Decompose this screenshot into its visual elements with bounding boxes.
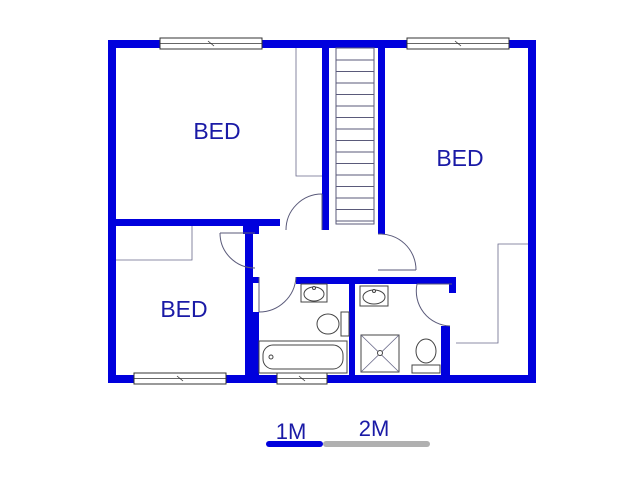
cupboard-bed3 [116, 226, 193, 261]
door-shower [415, 283, 452, 327]
cupboard-bed1 [295, 48, 322, 177]
wall-top [108, 40, 536, 48]
wall-bath-left-upper [253, 277, 259, 283]
window-top-left [159, 37, 263, 50]
toilet-shower-room [411, 338, 441, 374]
shower-tray [360, 334, 400, 373]
door-bathroom [258, 276, 297, 313]
door-bed3 [219, 232, 256, 269]
cupboard-bed2 [456, 243, 528, 344]
window-top-right [406, 37, 510, 50]
wall-bath-top [296, 277, 456, 284]
wall-shower-right [441, 326, 450, 383]
wall-bed3-right [245, 226, 253, 383]
wall-shower-right-stub [449, 277, 456, 293]
scale-label-2m: 2M [359, 416, 390, 441]
shower-room-fixtures [359, 285, 441, 374]
window-bathroom [276, 372, 328, 385]
scale-bar-second-metre [323, 441, 430, 447]
room-label-bed-right: BED [436, 145, 483, 171]
room-label-bed-bottom-left: BED [160, 296, 207, 322]
toilet-bathroom [316, 311, 350, 337]
wall-bedrooms-divider [116, 219, 280, 226]
wall-stair-right [378, 48, 385, 234]
window-bottom-left [133, 372, 227, 385]
door-bed1 [285, 193, 323, 231]
wall-stair-left [322, 48, 329, 230]
stair-treads [336, 59, 374, 222]
scale-label-1m: 1M [276, 419, 307, 444]
interior-walls [116, 48, 456, 383]
wall-bath-shower-divider [349, 277, 355, 383]
scale-bar: 1M 2M [266, 416, 430, 447]
bathtub [258, 340, 348, 374]
cupboards [116, 48, 528, 344]
door-bed2 [377, 233, 417, 271]
staircase [335, 47, 375, 225]
bathroom-fixtures [258, 283, 350, 374]
wall-bath-left [253, 312, 259, 383]
doors [219, 193, 452, 327]
stair-outline [335, 47, 375, 225]
scale-bar-first-metre [266, 441, 323, 447]
wash-basin-bathroom [300, 283, 328, 303]
wall-right [528, 40, 536, 383]
wash-basin-shower-room [359, 285, 389, 307]
wall-left [108, 40, 116, 383]
room-label-bed-top-left: BED [193, 118, 240, 144]
